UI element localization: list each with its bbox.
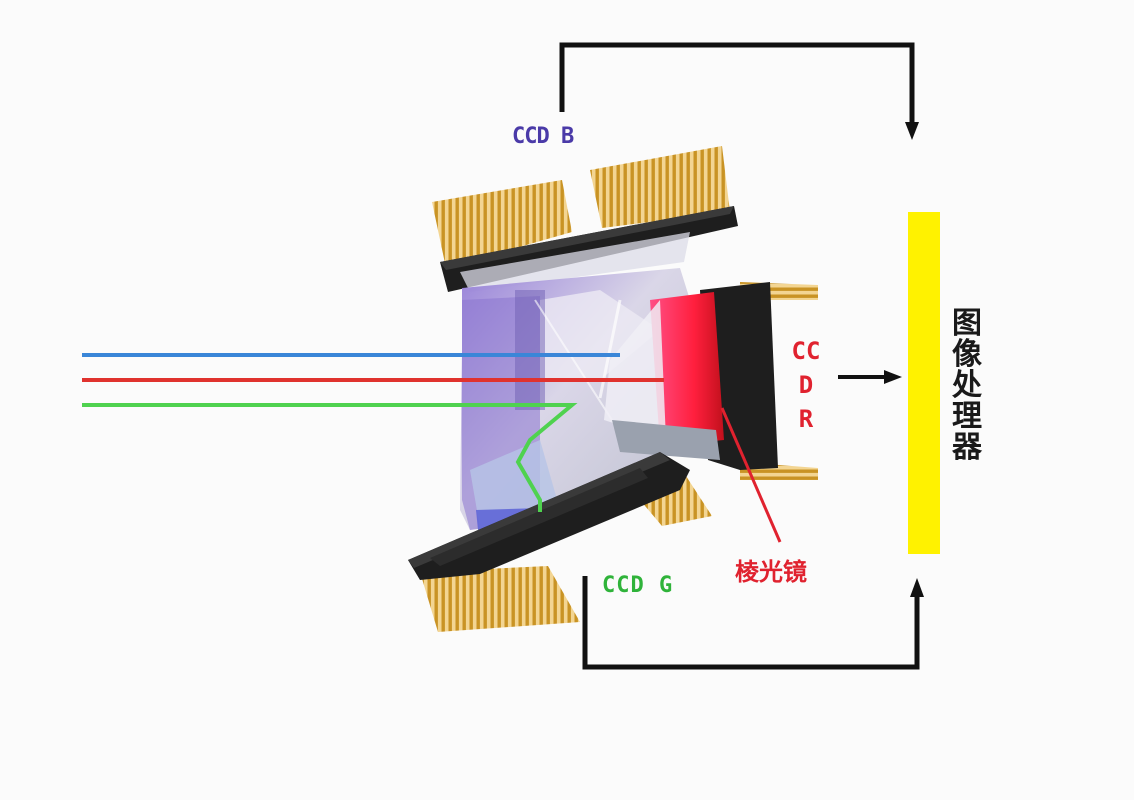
arrow-right-icon — [884, 370, 902, 384]
arrow-down-icon — [905, 122, 919, 140]
connector-ccd-g-to-processor — [582, 576, 924, 670]
ccd-g-chip — [408, 452, 712, 632]
image-processor-bar — [908, 212, 940, 554]
connector-ccd-r-to-processor — [838, 370, 902, 384]
arrow-up-icon — [910, 578, 924, 597]
ccd-r-chip — [604, 282, 818, 480]
ccd-r-label: CCD R — [791, 337, 821, 433]
ccd-g-label: CCD G — [602, 573, 674, 598]
prism-label: 棱光镜 — [735, 558, 807, 586]
ccd-b-chip — [432, 146, 738, 292]
light-rays — [82, 353, 664, 512]
ccd-b-label: CCD B — [512, 124, 574, 149]
prism-leader-line — [720, 407, 782, 543]
green-ray — [82, 403, 578, 512]
connector-ccd-b-to-processor — [559, 42, 919, 140]
image-processor-label: 图像处理器 — [952, 306, 982, 465]
